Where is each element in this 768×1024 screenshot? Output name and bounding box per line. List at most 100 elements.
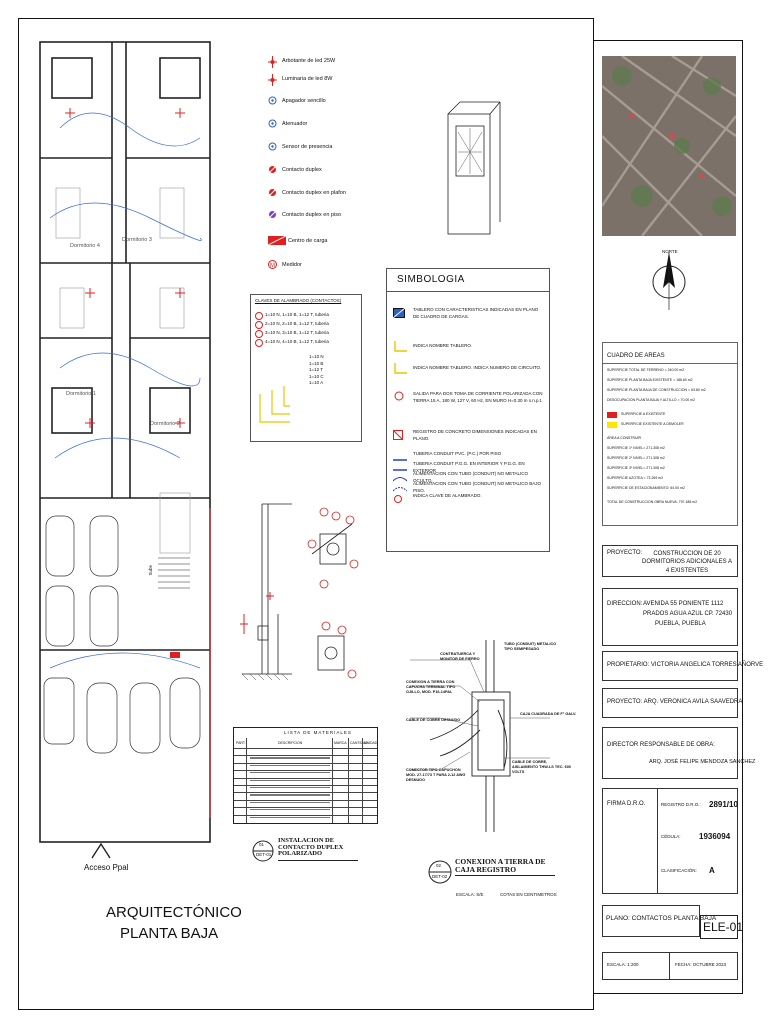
legend-label: Arbotante de led 25W [282,58,336,64]
tb-propietario-value: PROPIETARIO: VICTORIA ANGELICA TORRES AÑ… [607,662,764,668]
detail-02-number: 02 [436,863,442,868]
claves-title: CLAVES DE ALAMBRADO (CONTACTOS) [255,298,342,303]
simbologia-row: SALIDA PARA DOS TOMA DE CORRIENTE POLARI… [413,391,543,403]
materials-row-line [234,807,377,809]
simbologia-row: INDICA NOMBRE TABLERO. [413,343,473,348]
simbologia-row: INDICA CLAVE DE ALAMBRADO. [413,493,482,498]
materials-row-text-placeholder [250,757,330,759]
tb-direccion: DIRECCION: AVENIDA 55 PONIENTE 1112 PRAD… [602,588,738,646]
tb-escala: ESCALA: 1:200 FECHA: OCTUBRE 2023 [602,952,738,980]
arbotante-icon [268,56,277,68]
tb-registro-label: REGISTRO D.R.O.: [661,802,701,807]
detail-callout: CABLE DE COBRE DESNUDO [406,718,461,722]
materials-col-line [332,738,333,823]
tb-direccion-1: AVENIDA 55 PONIENTE 1112 [643,601,724,607]
tb-direccion-2: PRADOS AGUA AZUL CP. 72430 [643,611,733,617]
tb-cedula-value: 1936094 [699,832,731,841]
tb-clasif-label: CLASIFICACIÓN: [661,868,697,873]
legend-label: Luminaria de led 8W [282,76,333,82]
legend-label: Medidor [282,262,302,268]
tb-plano-value: PLANO: CONTACTOS PLANTA BAJA [606,915,717,922]
materials-row-text-placeholder [250,772,330,774]
materials-col-line [362,738,363,823]
tb-firma-label: FIRMA D.R.O. [607,801,646,807]
materials-row-text-placeholder [250,779,330,781]
detail-02-sheet: DET-02 [432,874,448,879]
materials-row-line [234,777,377,779]
cuadro-areas-row: SUPERFICIE DE ESTACIONAMIENTO: 64.00 m2 [607,486,685,490]
floor-plan [39,41,211,843]
clave-marker-icon [255,312,263,320]
simbologia-box: SIMBOLOGIA TABLERO CON CARACTERISTICAS I… [386,268,550,552]
luminaria-icon [268,74,277,86]
tb-director-value: ARQ. JOSÉ FELIPE MENDOZA SANCHEZ [649,759,756,765]
simbologia-row: TABLERO CON CARACTERISTICAS INDICADAS EN… [413,307,539,319]
legend-label: Contacto duplex en plafon [282,190,346,196]
claves-right-row: 1=10 N [309,354,324,359]
materials-header: CANTIDAD [350,741,368,745]
claves-right-row: 1=10 A [309,380,324,385]
atenuador-icon [268,119,277,128]
tb-escala-value: ESCALA: 1:200 [607,962,639,967]
detail-01-title: INSTALACION DE CONTACTO DUPLEX POLARIZAD… [278,837,358,861]
tb-registro-value: 2891/10 [709,800,738,809]
materials-header: UNIDAD [364,741,378,745]
legend-label: Contacto duplex en piso [282,212,342,218]
materials-row-line [234,755,377,757]
materials-row-line [234,792,377,794]
simbologia-row: TUBERIA CONDUIT P.G.G. EN INTERIOR Y P.G… [413,461,525,473]
detail-callout: TUBO (CONDUIT) METALICO TIPO SEMIPESADO [504,642,557,651]
svg-text:M: M [270,263,275,269]
detail-callout: CONEXION A TIERRA CON CAPUCHA TERMINAL T… [406,680,456,694]
simbologia-row: INDICA NOMBRE TABLERO. INDICA NUMERO DE … [413,365,542,370]
materials-row-text-placeholder [250,816,330,818]
tb-firma: FIRMA D.R.O. REGISTRO D.R.O.: 2891/10 CÉ… [602,788,738,894]
centro-carga-icon [267,235,287,246]
title-block-frame [593,40,743,994]
alimentacion-arc-icon [392,479,408,497]
materials-row-text-placeholder [250,809,330,811]
claves-leaders [259,386,290,423]
registro-tierra-drawing [410,640,550,832]
detail-callout: CABLE DE COBRE, AISLAMIENTO THW-LS TEC. … [512,760,571,774]
clave-circle-icon [393,491,403,509]
clave-marker-icon [255,321,263,329]
cuadro-areas-row: SUPERFICIE PLANTA BAJA DE CONSTRUCCION =… [607,388,706,392]
tb-director: DIRECTOR RESPONSABLE DE OBRA: ARQ. JOSÉ … [602,727,755,779]
materials-row-line [234,770,377,772]
legend-label: Atenuador [282,121,308,127]
clave-marker-icon [255,330,263,338]
cuadro-areas-row: SUPERFICIE PLANTA BAJA EXISTENTE = 186.6… [607,378,693,382]
claves-box: CLAVES DE ALAMBRADO (CONTACTOS) 1=10 N, … [250,294,362,442]
access-arrow-icon [91,842,111,859]
cuadro-areas-row: SUPERFICIE EXISTENTE A DEMOLER [621,422,684,426]
detail-01-bubble [252,840,274,862]
room-label-d4: Dormitorio 4 [70,243,100,249]
materials-col-line [348,738,349,823]
simbologia-row: REGISTRO DE CONCRETO DIMENSIONES INDICAD… [413,429,537,441]
leader-icon [393,341,407,360]
detail-callout: CAJA CUADRADA DE F° GALV. [520,712,577,716]
cuadro-areas-row: SUPERFICIE TOTAL DE TERRENO = 240.00 m2 [607,368,685,372]
materials-header: DESCRIPCION [278,741,303,745]
materials-row-text-placeholder [250,794,330,796]
legend-label: Contacto duplex [282,167,322,173]
simbologia-row: ALIMENTACION CON TUBO (CONDUIT) NO METAL… [413,481,542,493]
cuadro-areas-row: TOTAL DE CONSTRUCCION OBRA NUEVA: 797.18… [607,500,698,504]
claves-row: 1=10 N, 1=10 B, 1=12 T, tuberia [265,312,329,317]
materials-row-text-placeholder [250,787,330,789]
claves-row: 4=10 N, 4=10 B, 1=12 T, tuberia [265,339,329,344]
tb-cedula-label: CÉDULA: [661,834,681,839]
materials-row-line [234,814,377,816]
simbologia-row: TUBERIA CONDUIT PVC. (P.C.) POR PISO [413,451,502,456]
materials-row-line [234,762,377,764]
materials-row-text-placeholder [250,764,330,766]
tb-clasif-value: A [709,866,715,875]
tb-proyecto: PROYECTO: CONSTRUCCION DE 20 DORMITORIOS… [602,545,738,577]
claves-right-row: 1=10 B [309,360,324,366]
tb-proyecto-value: CONSTRUCCION DE 20 DORMITORIOS ADICIONAL… [642,551,732,574]
access-label: Acceso Ppal [84,863,129,872]
tb-clave-value: ELE-01 [703,920,744,934]
claves-row: 2=10 N, 2=10 B, 1=12 T, tuberia [265,321,329,326]
tb-director-label: DIRECTOR RESPONSABLE DE OBRA: [607,742,715,748]
